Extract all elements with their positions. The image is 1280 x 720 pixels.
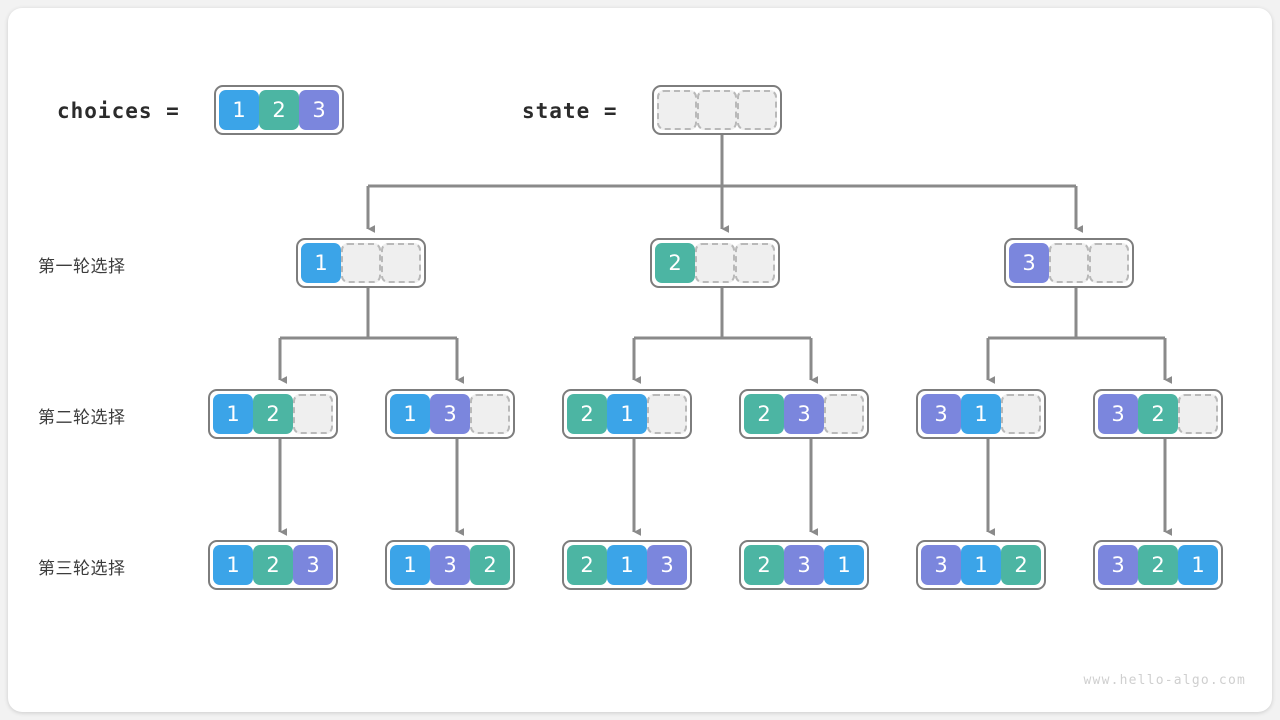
level2-node-2-cell-3 [470, 394, 510, 434]
level3-node-5-cell-3: 2 [1001, 545, 1041, 585]
level3-node-1-cell-1: 1 [213, 545, 253, 585]
level1-node-2: 2 [650, 238, 780, 288]
level3-node-1-cell-3: 3 [293, 545, 333, 585]
diagram-panel [8, 8, 1272, 712]
level2-node-6-cell-1: 3 [1098, 394, 1138, 434]
level1-node-2-cell-2 [695, 243, 735, 283]
level1-node-2-cell-3 [735, 243, 775, 283]
level3-node-2-cell-1: 1 [390, 545, 430, 585]
row-label-round-2: 第二轮选择 [38, 408, 126, 427]
state-array [652, 85, 782, 135]
level1-node-1-cell-1: 1 [301, 243, 341, 283]
level3-node-2-cell-2: 3 [430, 545, 470, 585]
level3-node-4-cell-2: 3 [784, 545, 824, 585]
choices-cell-1: 1 [219, 90, 259, 130]
level1-node-3-cell-3 [1089, 243, 1129, 283]
level3-node-6-cell-1: 3 [1098, 545, 1138, 585]
state-cell-1 [657, 90, 697, 130]
level2-node-1-cell-2: 2 [253, 394, 293, 434]
state-cell-3 [737, 90, 777, 130]
level3-node-1-cell-2: 2 [253, 545, 293, 585]
level3-node-6-cell-2: 2 [1138, 545, 1178, 585]
level2-node-1-cell-3 [293, 394, 333, 434]
level2-node-3-cell-3 [647, 394, 687, 434]
level1-node-3: 3 [1004, 238, 1134, 288]
level2-node-3-cell-1: 2 [567, 394, 607, 434]
level3-node-3-cell-1: 2 [567, 545, 607, 585]
level1-node-1-cell-2 [341, 243, 381, 283]
level2-node-5-cell-1: 3 [921, 394, 961, 434]
watermark: www.hello-algo.com [1083, 673, 1246, 688]
level2-node-5-cell-2: 1 [961, 394, 1001, 434]
level2-node-2-cell-2: 3 [430, 394, 470, 434]
level2-node-4-cell-3 [824, 394, 864, 434]
level2-node-1-cell-1: 1 [213, 394, 253, 434]
level2-node-4-cell-1: 2 [744, 394, 784, 434]
level2-node-6-cell-2: 2 [1138, 394, 1178, 434]
level2-node-3-cell-2: 1 [607, 394, 647, 434]
level1-node-3-cell-2 [1049, 243, 1089, 283]
level3-node-3-cell-3: 3 [647, 545, 687, 585]
level1-node-1-cell-3 [381, 243, 421, 283]
level2-node-2-cell-1: 1 [390, 394, 430, 434]
level2-node-4-cell-2: 3 [784, 394, 824, 434]
level2-node-6-cell-3 [1178, 394, 1218, 434]
level1-node-3-cell-1: 3 [1009, 243, 1049, 283]
level3-node-2-cell-3: 2 [470, 545, 510, 585]
state-cell-2 [697, 90, 737, 130]
level3-node-5-cell-2: 1 [961, 545, 1001, 585]
level3-node-3-cell-2: 1 [607, 545, 647, 585]
level3-node-5-cell-1: 3 [921, 545, 961, 585]
state-label: state = [522, 99, 618, 123]
level3-node-4-cell-1: 2 [744, 545, 784, 585]
level3-node-6-cell-3: 1 [1178, 545, 1218, 585]
choices-cell-2: 2 [259, 90, 299, 130]
level2-node-5-cell-3 [1001, 394, 1041, 434]
row-label-round-1: 第一轮选择 [38, 257, 126, 276]
level1-node-1: 1 [296, 238, 426, 288]
level3-node-4-cell-3: 1 [824, 545, 864, 585]
choices-cell-3: 3 [299, 90, 339, 130]
choices-label: choices = [57, 99, 180, 123]
level1-node-2-cell-1: 2 [655, 243, 695, 283]
row-label-round-3: 第三轮选择 [38, 559, 126, 578]
